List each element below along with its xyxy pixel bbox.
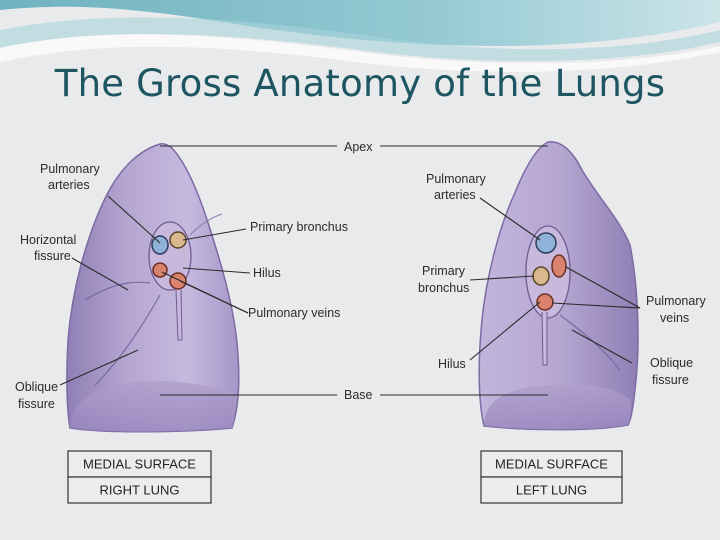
right-lung	[66, 143, 240, 433]
left-hilum	[525, 225, 571, 366]
rl-horizontal-fissure-label-1: Horizontal	[20, 233, 76, 247]
ll-name-caption: LEFT LUNG	[516, 483, 587, 498]
ll-surface-caption: MEDIAL SURFACE	[495, 457, 608, 472]
rl-name-caption: RIGHT LUNG	[100, 483, 180, 498]
ll-primary-bronchus-label-2: bronchus	[418, 281, 469, 295]
right-hilum	[148, 221, 192, 341]
rl-surface-caption: MEDIAL SURFACE	[83, 457, 196, 472]
ll-hilus-label: Hilus	[438, 357, 466, 371]
leader-lines	[59, 145, 641, 396]
left-lung-caption: MEDIAL SURFACE LEFT LUNG	[480, 450, 623, 504]
ll-primary-bronchus-label-1: Primary	[422, 264, 466, 278]
rl-pulmonary-arteries-label-2: arteries	[48, 178, 90, 192]
ll-oblique-fissure-label-2: fissure	[652, 373, 689, 387]
ll-pulmonary-arteries-label-1: Pulmonary	[426, 172, 486, 186]
base-label: Base	[344, 388, 373, 402]
ll-oblique-fissure-label-1: Oblique	[650, 356, 693, 370]
rl-horizontal-fissure-label-2: fissure	[34, 249, 71, 263]
rl-pulmonary-veins-label: Pulmonary veins	[248, 306, 340, 320]
apex-label: Apex	[344, 140, 373, 154]
rl-oblique-fissure-label-2: fissure	[18, 397, 55, 411]
rl-primary-bronchus-label: Primary bronchus	[250, 220, 348, 234]
ll-pulmonary-veins-label-1: Pulmonary	[646, 294, 706, 308]
right-lung-caption: MEDIAL SURFACE RIGHT LUNG	[67, 450, 212, 504]
left-lung	[478, 141, 639, 431]
rl-hilus-label: Hilus	[253, 266, 281, 280]
rl-oblique-fissure-label-1: Oblique	[15, 380, 58, 394]
ll-pulmonary-veins-label-2: veins	[660, 311, 689, 325]
slide-title: The Gross Anatomy of the Lungs	[54, 62, 666, 105]
ll-pulmonary-arteries-label-2: arteries	[434, 188, 476, 202]
rl-pulmonary-arteries-label-1: Pulmonary	[40, 162, 100, 176]
